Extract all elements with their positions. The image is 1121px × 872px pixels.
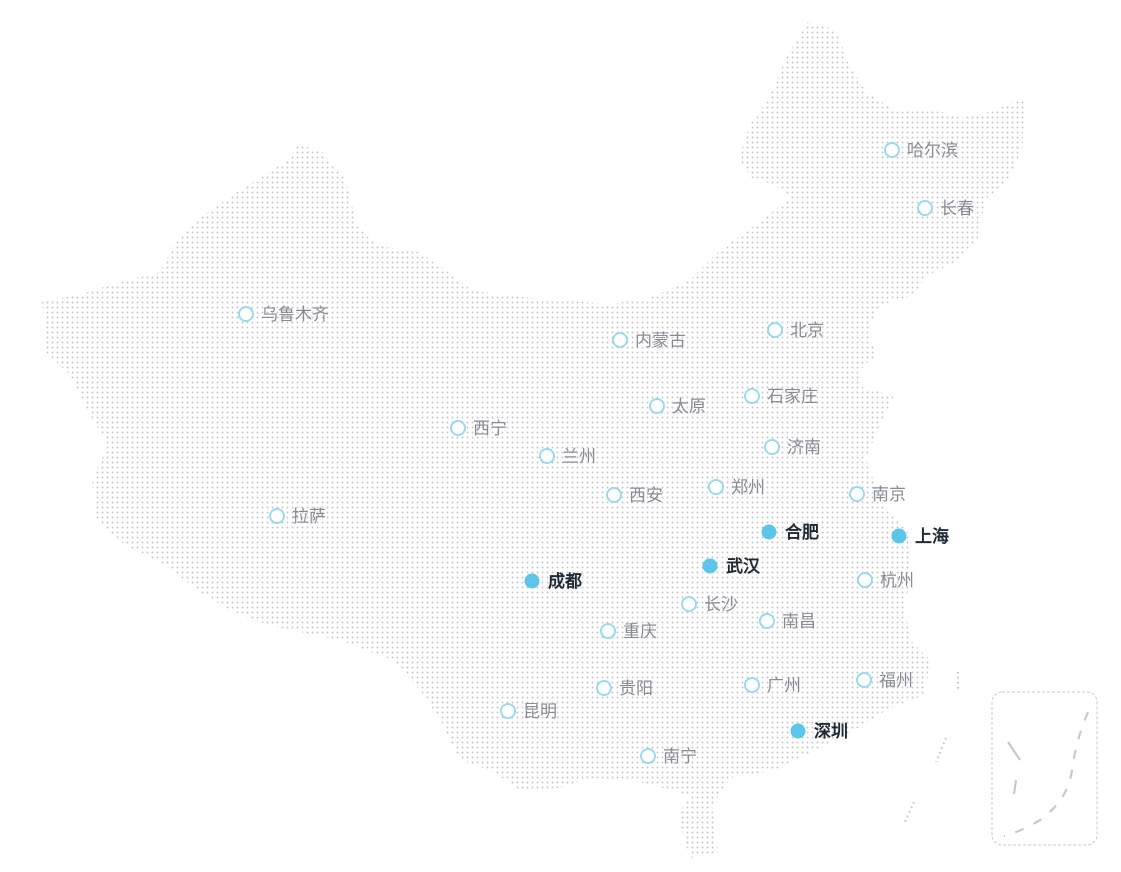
- minor-city-ring-icon: [500, 703, 516, 719]
- city-label: 兰州: [562, 447, 596, 467]
- city-label: 长沙: [704, 595, 738, 615]
- city-marker[interactable]: 福州: [856, 671, 913, 691]
- city-label: 合肥: [785, 522, 819, 543]
- major-city-dot-icon: [790, 723, 806, 739]
- city-label: 太原: [672, 397, 706, 417]
- minor-city-ring-icon: [759, 613, 775, 629]
- city-label: 南京: [872, 485, 906, 505]
- city-marker[interactable]: 郑州: [708, 478, 765, 498]
- minor-city-ring-icon: [857, 572, 873, 588]
- city-marker[interactable]: 哈尔滨: [884, 141, 958, 161]
- city-marker[interactable]: 长沙: [681, 595, 738, 615]
- minor-city-ring-icon: [612, 332, 628, 348]
- minor-city-ring-icon: [708, 479, 724, 495]
- city-label: 内蒙古: [635, 331, 686, 351]
- minor-city-ring-icon: [450, 420, 466, 436]
- city-marker[interactable]: 深圳: [790, 721, 849, 742]
- minor-city-ring-icon: [917, 200, 933, 216]
- city-label: 西安: [629, 486, 663, 506]
- city-label: 上海: [915, 526, 949, 547]
- city-marker[interactable]: 北京: [767, 321, 824, 341]
- city-marker[interactable]: 合肥: [761, 522, 820, 543]
- minor-city-ring-icon: [539, 448, 555, 464]
- city-label: 济南: [787, 438, 821, 458]
- major-city-dot-icon: [702, 558, 718, 574]
- city-marker[interactable]: 武汉: [702, 556, 761, 577]
- city-marker[interactable]: 乌鲁木齐: [238, 305, 329, 325]
- city-marker[interactable]: 昆明: [500, 702, 557, 722]
- city-marker[interactable]: 广州: [744, 676, 801, 696]
- city-label: 西宁: [473, 419, 507, 439]
- city-label: 南宁: [663, 747, 697, 767]
- minor-city-ring-icon: [596, 680, 612, 696]
- minor-city-ring-icon: [649, 398, 665, 414]
- city-marker[interactable]: 贵阳: [596, 679, 653, 699]
- city-marker[interactable]: 石家庄: [744, 387, 818, 407]
- minor-city-ring-icon: [767, 322, 783, 338]
- city-label: 南昌: [782, 612, 816, 632]
- minor-city-ring-icon: [606, 487, 622, 503]
- city-label: 哈尔滨: [907, 141, 958, 161]
- city-marker[interactable]: 内蒙古: [612, 331, 686, 351]
- major-city-dot-icon: [761, 524, 777, 540]
- city-label: 成都: [548, 571, 582, 592]
- mainland-dot-silhouette: [42, 22, 1025, 858]
- city-marker[interactable]: 济南: [764, 438, 821, 458]
- city-label: 石家庄: [767, 387, 818, 407]
- east-sea-dash: [935, 737, 947, 763]
- city-label: 深圳: [814, 721, 848, 742]
- city-label: 乌鲁木齐: [261, 305, 329, 325]
- city-marker[interactable]: 重庆: [600, 622, 657, 642]
- city-marker[interactable]: 杭州: [857, 571, 914, 591]
- city-marker[interactable]: 上海: [891, 526, 950, 547]
- minor-city-ring-icon: [681, 596, 697, 612]
- major-city-dot-icon: [524, 573, 540, 589]
- city-label: 重庆: [623, 622, 657, 642]
- city-marker[interactable]: 长春: [917, 199, 974, 219]
- city-label: 长春: [940, 199, 974, 219]
- city-label: 郑州: [731, 478, 765, 498]
- city-label: 昆明: [523, 702, 557, 722]
- city-marker[interactable]: 西宁: [450, 419, 507, 439]
- minor-city-ring-icon: [764, 439, 780, 455]
- city-marker[interactable]: 拉萨: [269, 507, 326, 527]
- city-marker[interactable]: 南宁: [640, 747, 697, 767]
- minor-city-ring-icon: [856, 672, 872, 688]
- city-marker[interactable]: 成都: [524, 571, 583, 592]
- minor-city-ring-icon: [744, 388, 760, 404]
- city-label: 拉萨: [292, 507, 326, 527]
- minor-city-ring-icon: [744, 677, 760, 693]
- city-label: 福州: [879, 671, 913, 691]
- minor-city-ring-icon: [269, 508, 285, 524]
- city-marker[interactable]: 西安: [606, 486, 663, 506]
- city-label: 广州: [767, 676, 801, 696]
- south-china-sea-inset: [991, 691, 1098, 846]
- minor-city-ring-icon: [884, 142, 900, 158]
- city-marker[interactable]: 南昌: [759, 612, 816, 632]
- major-city-dot-icon: [891, 528, 907, 544]
- city-label: 贵阳: [619, 679, 653, 699]
- city-marker[interactable]: 太原: [649, 397, 706, 417]
- city-marker[interactable]: 兰州: [539, 447, 596, 467]
- minor-city-ring-icon: [238, 306, 254, 322]
- city-marker[interactable]: 南京: [849, 485, 906, 505]
- minor-city-ring-icon: [640, 748, 656, 764]
- city-label: 武汉: [726, 556, 761, 577]
- minor-city-ring-icon: [600, 623, 616, 639]
- south-sea-dash: [903, 801, 915, 825]
- city-label: 北京: [790, 321, 824, 341]
- minor-city-ring-icon: [849, 486, 865, 502]
- city-label: 杭州: [880, 571, 914, 591]
